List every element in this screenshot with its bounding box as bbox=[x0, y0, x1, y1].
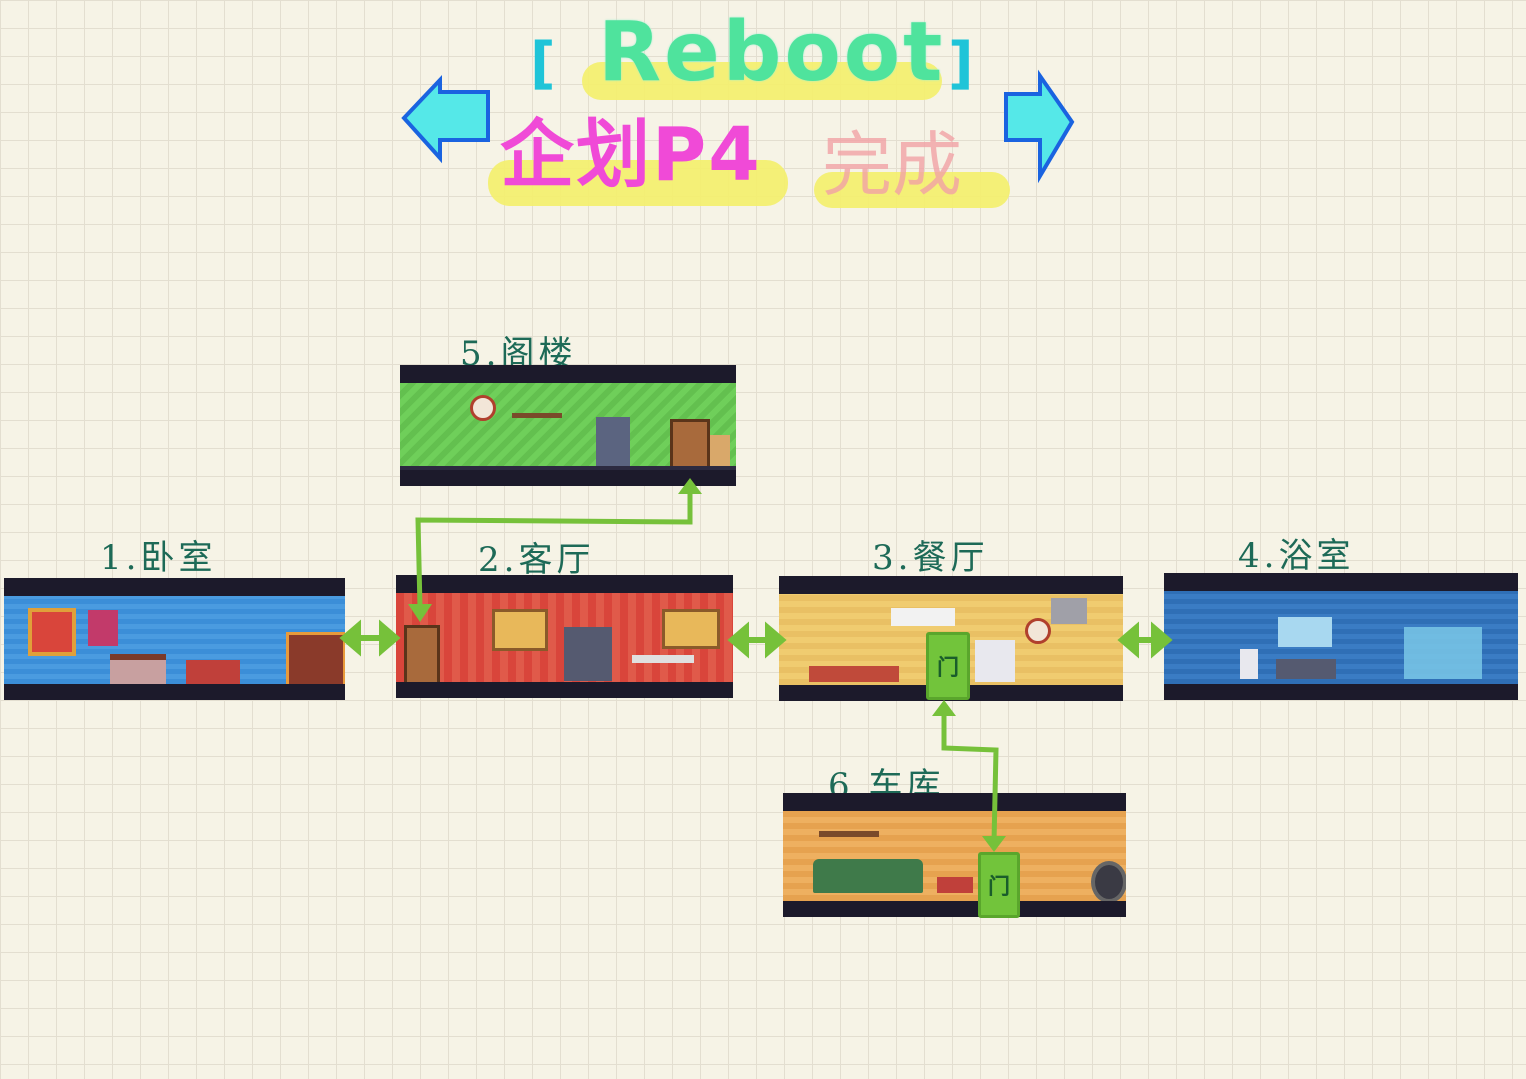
dining-clock bbox=[1025, 618, 1051, 644]
bedroom-bed bbox=[110, 654, 166, 684]
room-garage bbox=[783, 793, 1126, 917]
bedroom-window bbox=[28, 608, 76, 656]
arrow-head-dining bbox=[932, 700, 956, 716]
attic-door bbox=[670, 419, 710, 470]
room-dining bbox=[779, 576, 1123, 701]
bedroom-dresser bbox=[186, 660, 240, 684]
room-attic bbox=[400, 365, 736, 486]
dining-hood bbox=[1051, 598, 1087, 624]
room-label-living: 2.客厅 bbox=[478, 540, 595, 580]
bathroom-sink bbox=[1276, 659, 1336, 679]
bathroom-mirror bbox=[1278, 617, 1332, 647]
attic-shelf bbox=[512, 413, 562, 418]
connector-bedroom-living bbox=[339, 619, 401, 657]
room-label-bedroom: 1.卧室 bbox=[100, 538, 217, 578]
room-bathroom bbox=[1164, 573, 1518, 700]
title-bracket-right: ] bbox=[948, 31, 974, 96]
attic-fridge bbox=[596, 417, 630, 470]
bathroom-shower bbox=[1404, 627, 1482, 679]
garage-wheelbarrow bbox=[937, 877, 973, 893]
garage-door-label: 门 bbox=[978, 852, 1020, 918]
attic-boxes bbox=[710, 435, 730, 470]
garage-shelf bbox=[819, 831, 879, 837]
bathroom-toilet bbox=[1240, 649, 1258, 679]
dining-fridge bbox=[975, 640, 1015, 682]
subtitle-highlight bbox=[488, 160, 788, 206]
page-title: Reboot bbox=[598, 5, 946, 100]
room-bedroom bbox=[4, 578, 345, 700]
bedroom-wardrobe bbox=[286, 632, 345, 684]
living-shelf bbox=[564, 627, 612, 681]
garage-car bbox=[813, 859, 923, 893]
attic-floor bbox=[400, 466, 736, 470]
title-highlight bbox=[582, 62, 942, 100]
living-door bbox=[404, 625, 440, 682]
room-living bbox=[396, 575, 733, 698]
living-board-left bbox=[492, 609, 548, 651]
dining-door-label: 门 bbox=[926, 632, 970, 700]
room-label-dining: 3.餐厅 bbox=[872, 538, 989, 578]
garage-tire bbox=[1091, 861, 1126, 901]
attic-clock bbox=[470, 395, 496, 421]
right-arrow-icon bbox=[1004, 69, 1075, 184]
connector-dining-bathroom bbox=[1117, 621, 1173, 659]
page-subtitle: 企划P4 bbox=[500, 112, 762, 198]
living-desk bbox=[632, 655, 694, 663]
subtitle-extra-highlight bbox=[814, 172, 1010, 208]
title-bracket-left: [ bbox=[530, 31, 556, 96]
room-label-bathroom: 4.浴室 bbox=[1238, 536, 1355, 576]
bedroom-poster bbox=[88, 610, 118, 646]
connector-living-dining bbox=[727, 621, 787, 659]
dining-ac-unit bbox=[891, 608, 955, 626]
page-subtitle-extra: 完成 bbox=[822, 124, 962, 206]
living-board-right bbox=[662, 609, 720, 649]
dining-table bbox=[809, 666, 899, 682]
left-arrow-icon bbox=[401, 74, 490, 164]
